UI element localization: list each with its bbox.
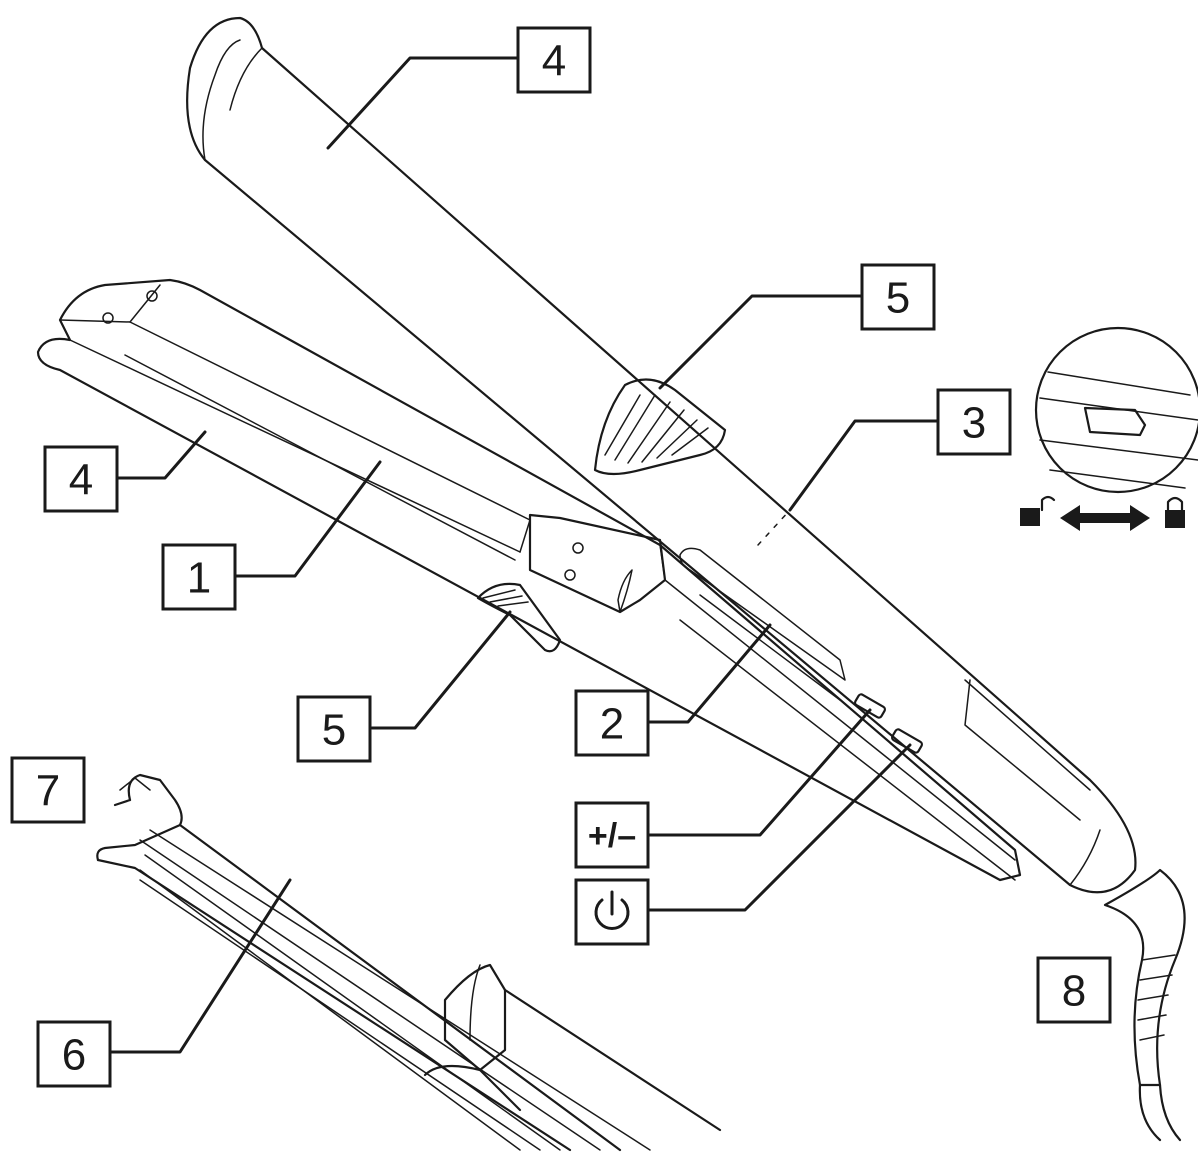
callout-7: 7: [10, 756, 86, 824]
callout-label: 3: [962, 399, 986, 448]
callout-5-top: 5: [860, 263, 936, 331]
temperature-button-label: +/–: [588, 817, 636, 855]
callout-6: 6: [36, 1020, 112, 1088]
callout-label: 5: [322, 706, 346, 755]
double-arrow-icon: [1060, 505, 1150, 531]
callout-label: 7: [36, 767, 60, 816]
lower-arm: [36, 278, 1186, 1142]
power-button-callout: [574, 878, 650, 946]
power-icon: [594, 890, 630, 930]
callout-label: 6: [62, 1031, 86, 1080]
callout-4-top: 4: [516, 26, 592, 94]
callout-5-lower: 5: [296, 695, 372, 763]
callout-8: 8: [1036, 956, 1112, 1024]
callout-label: 4: [542, 37, 566, 86]
locked-padlock-icon: [1165, 496, 1185, 528]
unlocked-padlock-icon: [1020, 495, 1056, 526]
callout-label: 5: [886, 274, 910, 323]
leader-lines: [108, 56, 940, 1054]
callout-2: 2: [574, 689, 650, 757]
upper-arm: [186, 16, 1137, 894]
callout-label: 4: [69, 456, 93, 505]
callout-label: 1: [187, 554, 211, 603]
callout-label: 8: [1062, 967, 1086, 1016]
callout-4-side: 4: [43, 445, 119, 513]
callout-label: 2: [600, 700, 624, 749]
callout-1: 1: [161, 543, 237, 611]
callout-3: 3: [936, 388, 1012, 456]
temperature-button-callout: +/–: [574, 801, 650, 869]
lock-inset: [1020, 326, 1198, 531]
curling-attachment: [96, 773, 722, 1152]
